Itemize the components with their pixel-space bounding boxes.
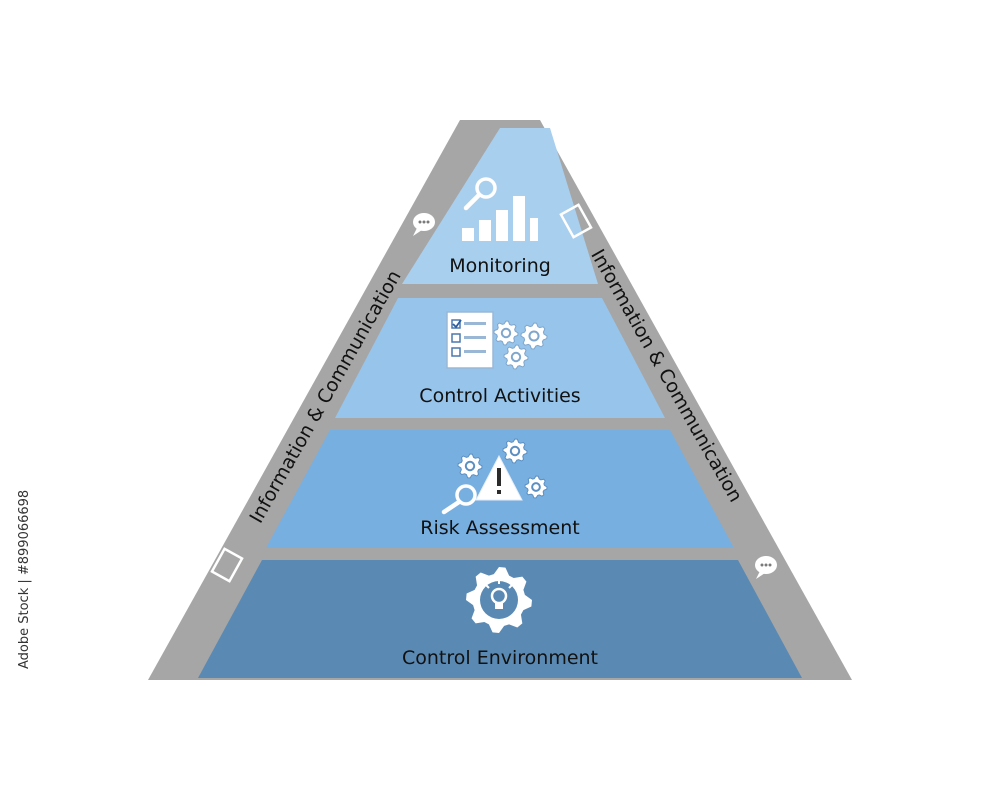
layer-label-control-activities: Control Activities bbox=[419, 385, 580, 407]
layer-label-control-environment: Control Environment bbox=[402, 647, 598, 669]
speech-bubble-icon bbox=[413, 213, 435, 236]
chat-box-icon bbox=[210, 547, 244, 583]
gear-icon bbox=[502, 438, 528, 464]
gear-icon bbox=[493, 320, 519, 346]
gear-lightbulb-icon bbox=[466, 567, 532, 633]
checklist-gears-icon bbox=[446, 311, 548, 370]
layer-monitoring bbox=[402, 128, 598, 284]
gear-icon bbox=[520, 322, 548, 350]
chat-box-icon bbox=[559, 203, 593, 239]
gear-icon bbox=[503, 344, 529, 370]
stock-id-label: Adobe Stock | #899066698 bbox=[17, 490, 32, 669]
gear-icon bbox=[457, 453, 483, 479]
layer-label-risk-assessment: Risk Assessment bbox=[420, 517, 579, 539]
warning-gears-magnifier-icon bbox=[441, 438, 548, 515]
magnifier-bar-chart-icon bbox=[462, 177, 538, 241]
layer-label-monitoring: Monitoring bbox=[449, 255, 551, 277]
layer-control-activities bbox=[335, 298, 665, 418]
gear-icon bbox=[524, 475, 548, 499]
speech-bubble-icon bbox=[755, 556, 777, 579]
gear-icon bbox=[466, 567, 532, 633]
